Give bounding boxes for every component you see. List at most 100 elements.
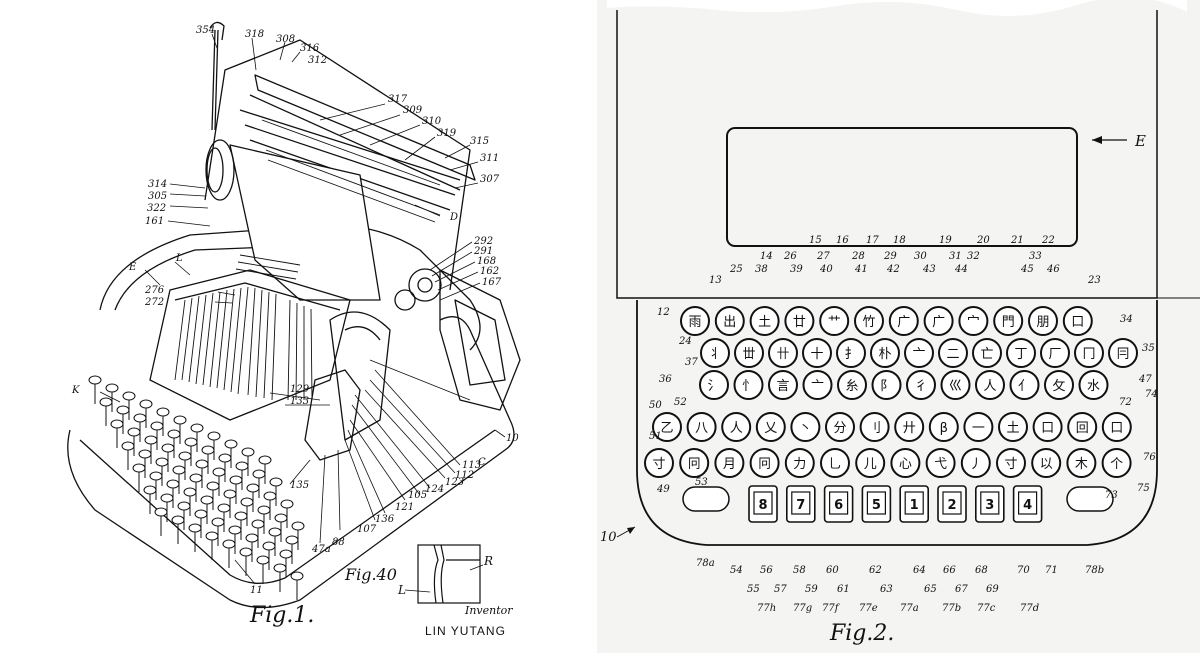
key-label: 口 — [1071, 315, 1084, 330]
fig1-key-cap — [133, 413, 147, 423]
svg-text:310: 310 — [422, 116, 442, 127]
svg-text:68: 68 — [975, 565, 988, 576]
svg-text:32: 32 — [967, 251, 980, 262]
fig1-key-cap — [160, 493, 174, 503]
key-cap — [644, 448, 674, 478]
svg-text:135: 135 — [290, 480, 309, 491]
key-label: 糸 — [845, 379, 858, 394]
fig1-key-cap — [166, 479, 180, 489]
typewriter-drawing: 354 318 308 316 312 317 309 310 319 315 … — [67, 21, 521, 628]
key-cap — [960, 448, 991, 478]
svg-text:315: 315 — [470, 136, 489, 147]
fig1-key-cap — [122, 391, 136, 401]
key-cap — [1066, 448, 1097, 478]
fig1-key-cap — [167, 429, 181, 439]
svg-text:322: 322 — [147, 203, 166, 214]
key-label: 寸 — [1004, 457, 1017, 472]
svg-text:129: 129 — [290, 384, 310, 395]
key-cap — [925, 448, 956, 478]
svg-text:33: 33 — [1029, 251, 1042, 262]
svg-text:29: 29 — [883, 251, 897, 262]
figure-1-caption: Fig.1. — [249, 603, 314, 628]
fig1-key-cap — [155, 457, 169, 467]
fig1-key-cap — [143, 485, 157, 495]
fig1-key-cap — [252, 469, 266, 479]
key-cap — [1009, 370, 1040, 400]
svg-text:56: 56 — [760, 565, 773, 576]
svg-text:20: 20 — [976, 235, 990, 246]
svg-text:354: 354 — [196, 25, 215, 36]
svg-text:50: 50 — [649, 400, 662, 411]
key-cap — [972, 338, 1002, 368]
fig1-key-cap — [251, 519, 265, 529]
key-cap — [700, 338, 730, 368]
svg-text:25: 25 — [729, 264, 743, 275]
key-label: 冋 — [758, 457, 771, 472]
fig1-key-cap — [183, 487, 197, 497]
svg-text:24: 24 — [678, 336, 692, 347]
fig1-key-cap — [154, 507, 168, 517]
fig1-key-cap — [173, 415, 187, 425]
key-cap — [768, 370, 798, 400]
fig1-key-cap — [189, 473, 203, 483]
key-cap — [906, 370, 936, 400]
number-key-label: 8 — [758, 498, 767, 513]
svg-text:43: 43 — [922, 264, 936, 275]
key-label: 出 — [723, 315, 736, 330]
key-label: 冂 — [1082, 347, 1095, 362]
fig1-key-cap — [257, 505, 271, 515]
key-cap — [755, 412, 786, 442]
svg-text:22: 22 — [1041, 235, 1055, 246]
key-cap — [928, 412, 959, 442]
inset-caption: Fig.40 — [344, 565, 397, 584]
svg-text:307: 307 — [480, 174, 500, 185]
key-label: 門 — [1002, 315, 1015, 330]
key-label: 丶 — [799, 421, 812, 436]
fig1-key-cap — [241, 447, 255, 457]
fig1-key-cap — [274, 513, 288, 523]
key-label: 巛 — [949, 379, 962, 394]
fig1-key-cap — [116, 405, 130, 415]
svg-text:311: 311 — [480, 153, 499, 164]
svg-text:124: 124 — [425, 484, 444, 495]
key-label: 雨 — [688, 315, 701, 330]
svg-text:318: 318 — [245, 29, 264, 40]
key-cap — [996, 448, 1026, 478]
fig1-key-cap — [110, 419, 124, 429]
figure-1-panel: 354 318 308 316 312 317 309 310 319 315 … — [0, 0, 597, 653]
svg-text:18: 18 — [893, 235, 906, 246]
svg-text:77e: 77e — [859, 603, 878, 614]
svg-text:319: 319 — [437, 128, 457, 139]
number-key-label: 2 — [947, 498, 956, 513]
key-cap — [938, 338, 968, 368]
svg-text:67: 67 — [955, 584, 968, 595]
svg-text:41: 41 — [854, 264, 868, 275]
svg-text:77b: 77b — [942, 603, 961, 614]
key-cap — [1101, 412, 1132, 442]
fig1-key-cap — [273, 563, 287, 573]
key-label: 忄 — [742, 379, 755, 394]
fig1-key-cap — [206, 481, 220, 491]
svg-text:L: L — [397, 583, 406, 597]
fig1-key-cap — [205, 531, 219, 541]
svg-text:21: 21 — [1010, 235, 1024, 246]
svg-text:23: 23 — [1087, 275, 1101, 286]
fig1-key-cap — [99, 397, 113, 407]
key-cap — [825, 412, 855, 442]
key-label: 彳 — [914, 379, 927, 394]
figure-2-caption: Fig.2. — [829, 621, 894, 646]
svg-text:77a: 77a — [900, 603, 919, 614]
svg-text:11: 11 — [250, 585, 263, 596]
key-label: 厂 — [1048, 347, 1061, 362]
key-label: 土 — [758, 315, 771, 330]
key-label: 口 — [1110, 421, 1123, 436]
svg-text:276: 276 — [144, 285, 165, 296]
svg-text:66: 66 — [943, 565, 956, 576]
fig1-key-cap — [177, 501, 191, 511]
key-cap — [1074, 338, 1104, 368]
svg-text:75: 75 — [1137, 483, 1150, 494]
svg-text:19: 19 — [939, 235, 952, 246]
fig1-key-cap — [184, 437, 198, 447]
fig1-key-cap — [256, 555, 270, 565]
number-key-label: 7 — [796, 498, 805, 513]
